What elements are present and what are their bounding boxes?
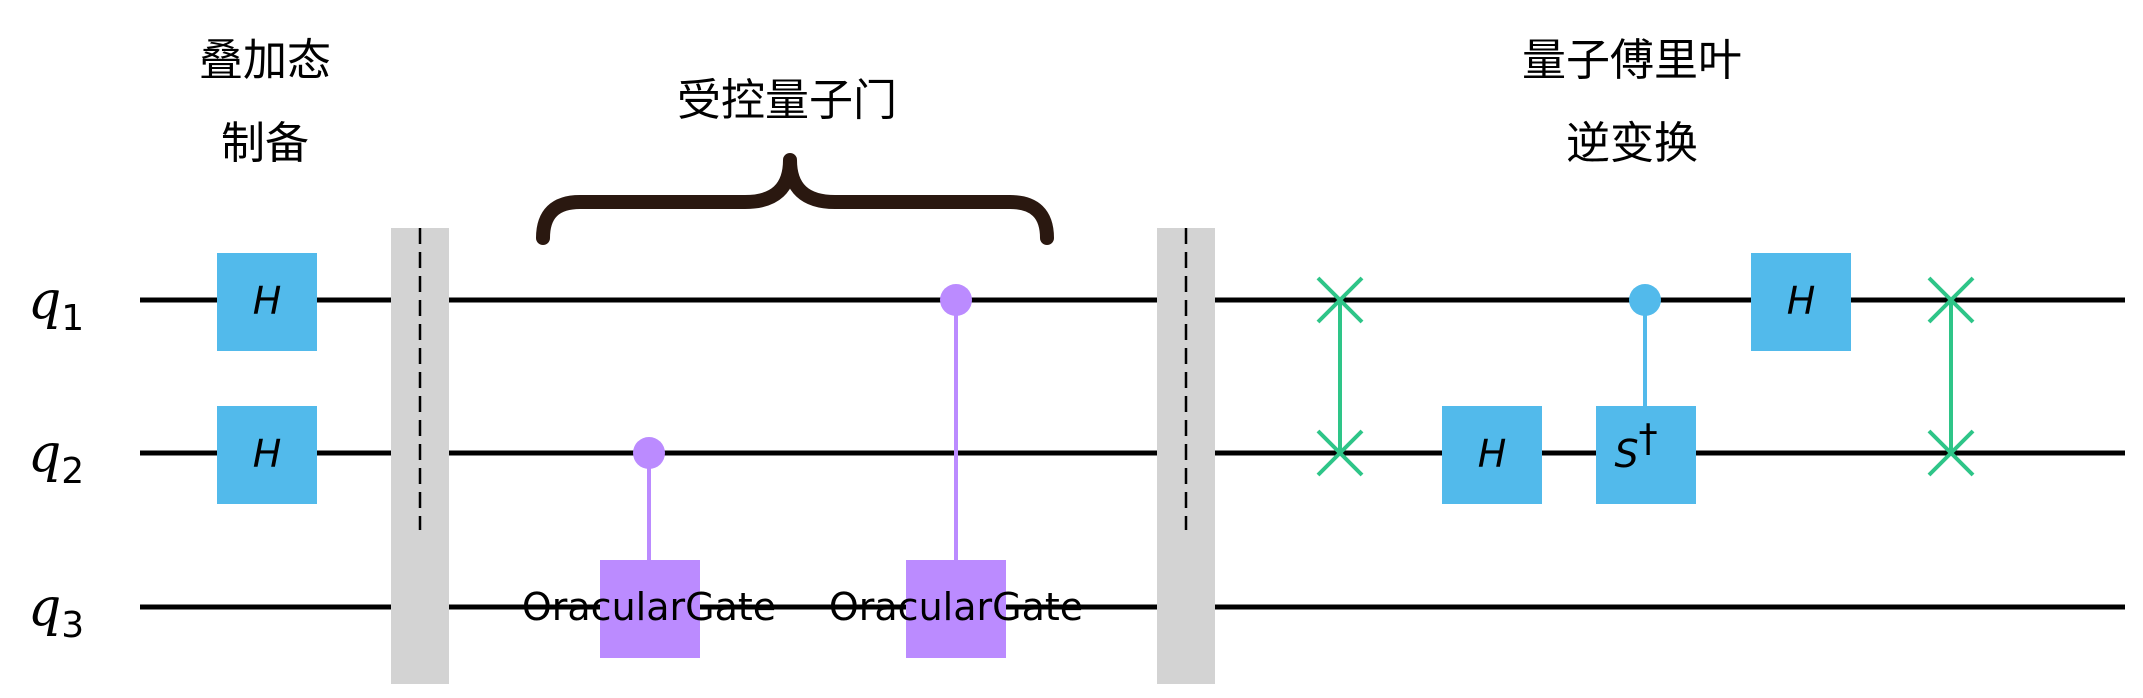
oracle-1-box bbox=[600, 560, 700, 658]
h-gate-label: H bbox=[253, 279, 282, 323]
h-gate-label: H bbox=[1478, 432, 1507, 476]
swap-1-x-bottom bbox=[1316, 429, 1364, 477]
h-gate-q1-step8: H bbox=[1751, 253, 1851, 351]
sdg-control-dot bbox=[1629, 284, 1661, 316]
oracle-2-label: OracularGate bbox=[829, 585, 1083, 629]
oracle-1-control-dot bbox=[633, 437, 665, 469]
h-gate-box bbox=[1751, 253, 1851, 351]
barrier-2 bbox=[1157, 228, 1215, 684]
h-gate-box bbox=[217, 406, 317, 504]
swap-1-x-top bbox=[1316, 276, 1364, 324]
h-gate-q2-step6: H bbox=[1442, 406, 1542, 504]
curly-brace bbox=[536, 153, 1054, 245]
oracle-2-control-dot bbox=[940, 284, 972, 316]
annotation-superposition-line1: 叠加态 bbox=[199, 35, 331, 86]
barrier-1 bbox=[391, 228, 449, 684]
sdg-gate-box bbox=[1596, 406, 1696, 504]
controlled-oracle-1: OracularGate bbox=[522, 437, 776, 658]
qubit-label-q2: q2 bbox=[28, 424, 84, 492]
sdg-gate-label: S† bbox=[1614, 416, 1657, 476]
h-gate-q2-step0: H bbox=[217, 406, 317, 504]
h-gate-box bbox=[1442, 406, 1542, 504]
h-gate-box bbox=[217, 253, 317, 351]
h-gate-label: H bbox=[253, 432, 282, 476]
swap-gate-2 bbox=[1927, 276, 1975, 477]
oracle-2-box bbox=[906, 560, 1006, 658]
annotation-iqft-line2: 逆变换 bbox=[1566, 118, 1698, 169]
swap-gate-1 bbox=[1316, 276, 1364, 477]
h-gate-q1-step0: H bbox=[217, 253, 317, 351]
annotation-controlled-gates: 受控量子门 bbox=[677, 75, 897, 126]
qubit-label-q3: q3 bbox=[28, 578, 84, 646]
qubit-label-q1: q1 bbox=[28, 271, 84, 339]
oracle-1-label: OracularGate bbox=[522, 585, 776, 629]
controlled-oracle-2: OracularGate bbox=[829, 284, 1083, 658]
swap-2-x-bottom bbox=[1927, 429, 1975, 477]
annotation-superposition-line2: 制备 bbox=[221, 118, 309, 169]
annotation-iqft-line1: 量子傅里叶 bbox=[1522, 35, 1742, 86]
h-gate-label: H bbox=[1787, 279, 1816, 323]
controlled-sdg-gate: S† bbox=[1596, 284, 1696, 504]
swap-2-x-top bbox=[1927, 276, 1975, 324]
